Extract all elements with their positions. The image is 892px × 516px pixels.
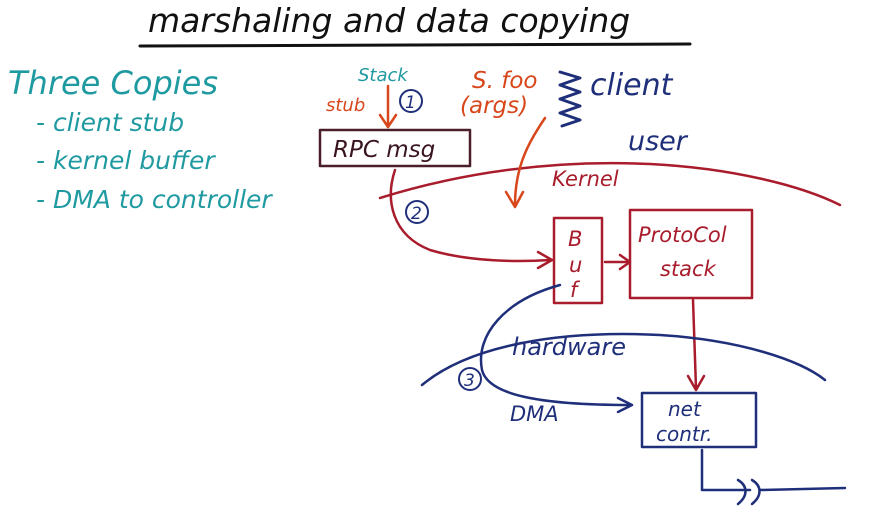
protocol-stack-label-1: ProtoCol (638, 223, 727, 247)
stack-spring-icon (558, 70, 582, 128)
title-underline (138, 42, 692, 48)
diagram-title: marshaling and data copying (148, 1, 630, 40)
client-label: client (590, 68, 674, 103)
call-label-args: (args) (460, 93, 528, 119)
rpc-msg-box (318, 128, 472, 168)
note-client-stub: - client stub (36, 108, 184, 137)
protocol-to-netctrl-arrow (686, 298, 706, 392)
protocol-stack-box (628, 208, 754, 300)
net-controller-label-2: contr. (656, 422, 713, 446)
kernel-hardware-boundary (420, 332, 827, 387)
step-2-circle (405, 200, 429, 224)
call-arrow (504, 116, 547, 209)
three-copies-heading: Three Copies (8, 64, 218, 102)
step-3-circle (458, 367, 482, 391)
net-controller-label-1: net (668, 397, 702, 421)
step-1-number: 1 (405, 93, 416, 113)
stack-arrow (378, 84, 398, 129)
network-controller-box (640, 391, 758, 449)
step-3-number: 3 (464, 371, 475, 391)
note-dma-controller: - DMA to controller (36, 185, 273, 214)
protocol-stack-label-2: stack (660, 257, 717, 281)
user-label: user (628, 126, 689, 157)
dma-copy-arrow (479, 283, 634, 414)
note-kernel-buffer: - kernel buffer (36, 146, 216, 175)
stack-label: Stack (358, 65, 409, 86)
kernel-buffer-box (552, 216, 604, 305)
rpc-msg-label: RPC msg (333, 137, 435, 163)
hardware-label: hardware (512, 333, 626, 361)
buffer-to-protocol-arrow (603, 253, 632, 271)
dma-label: DMA (510, 402, 559, 426)
network-wire (700, 448, 847, 506)
copy-to-buffer-arrow (389, 168, 554, 270)
buffer-letter-f: f (570, 278, 581, 302)
step-2-number: 2 (411, 204, 422, 224)
buffer-letter-b: B (568, 227, 582, 251)
buffer-letter-u: u (569, 253, 582, 277)
kernel-label: Kernel (552, 167, 619, 191)
step-1-circle (399, 89, 423, 113)
user-kernel-boundary (378, 161, 842, 207)
stub-label: stub (326, 95, 365, 116)
call-label-name: S. foo (472, 68, 537, 94)
